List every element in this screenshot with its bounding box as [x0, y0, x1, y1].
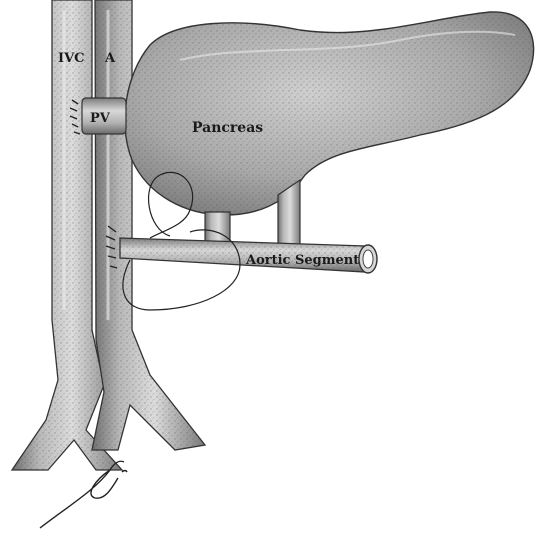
pancreas-label: Pancreas — [192, 120, 263, 136]
ivc-label: IVC — [58, 51, 85, 66]
aorta-label: A — [104, 51, 116, 66]
artist-signature — [40, 461, 127, 528]
pancreas-organ — [125, 12, 534, 215]
aortic-segment-label: Aortic Segment — [245, 253, 359, 268]
portal-vein-label: PV — [90, 111, 111, 126]
